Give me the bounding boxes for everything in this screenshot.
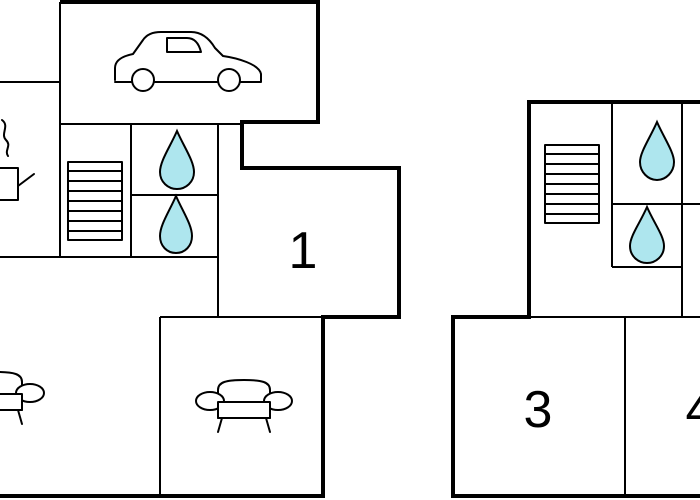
- garage: [59, 2, 242, 125]
- water-drop-icon: [628, 204, 666, 265]
- water-drop-icon: [158, 193, 194, 255]
- left-building-outer-wall: [60, 0, 401, 498]
- room-number-1: 1: [289, 222, 318, 280]
- car-icon: [114, 31, 262, 92]
- right-building: 3 4: [451, 100, 700, 498]
- room-number-3: 3: [524, 381, 553, 439]
- stairs-icon: [544, 144, 600, 224]
- stairs-icon: [67, 161, 123, 241]
- sofa-icon: [0, 371, 45, 425]
- right-building-outer-wall: [451, 100, 700, 498]
- stove-icon: [0, 119, 35, 201]
- room-number-4: 4: [686, 381, 700, 439]
- water-drop-icon: [638, 119, 676, 182]
- sofa-icon: [195, 379, 293, 433]
- water-drop-icon: [158, 128, 196, 191]
- left-building: 1: [0, 0, 401, 498]
